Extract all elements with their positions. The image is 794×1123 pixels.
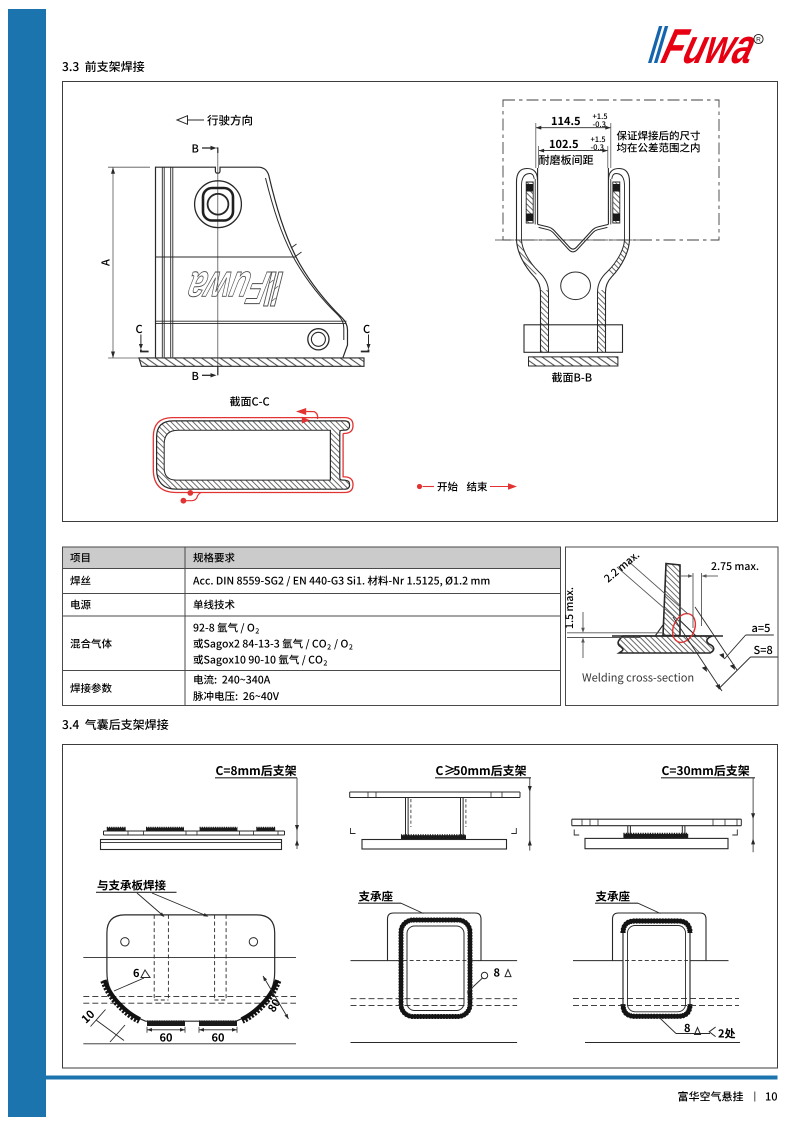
svg-text:R: R (756, 37, 761, 44)
svg-text:Fuwa: Fuwa (656, 19, 762, 74)
svg-text:Fuwa: Fuwa (182, 262, 275, 313)
